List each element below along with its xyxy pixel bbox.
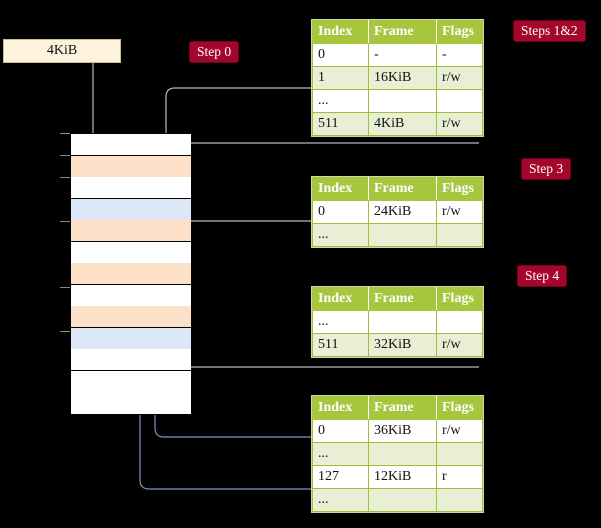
- table-row[interactable]: ...: [312, 223, 483, 247]
- column-header-frame: Frame: [368, 396, 437, 420]
- badge-step-0: Step 0: [189, 41, 240, 63]
- column-header-flags: Flags: [436, 20, 483, 44]
- table-cell: ...: [312, 310, 369, 334]
- table-cell: 12KiB: [368, 465, 437, 489]
- table-cell: [436, 488, 483, 512]
- table-cell: 511: [312, 112, 369, 136]
- column-header-index: Index: [312, 177, 369, 201]
- table-cell: 0: [312, 419, 369, 443]
- table-cell: 0: [312, 43, 369, 67]
- column-header-index: Index: [312, 20, 369, 44]
- table-cell: 16KiB: [368, 66, 437, 90]
- frame-tick: [60, 287, 71, 288]
- table-cell: 127: [312, 465, 369, 489]
- source-frame-box: 4KiB: [3, 39, 121, 63]
- table-cell: r/w: [436, 66, 483, 90]
- table-cell: -: [368, 43, 437, 67]
- table-cell: ...: [312, 89, 369, 113]
- table-cell: [368, 89, 437, 113]
- table-row[interactable]: ...: [312, 442, 483, 466]
- table-cell: [436, 310, 483, 334]
- frame-tick: [60, 221, 71, 222]
- table-cell: 0: [312, 200, 369, 224]
- table-cell: -: [436, 43, 483, 67]
- column-header-flags: Flags: [436, 287, 483, 311]
- table-cell: [436, 89, 483, 113]
- physical-memory-column: [70, 133, 191, 415]
- frame-tick: [60, 177, 71, 178]
- table-cell: 4KiB: [368, 112, 437, 136]
- column-header-frame: Frame: [368, 177, 437, 201]
- column-header-flags: Flags: [436, 396, 483, 420]
- source-frame-label: 4KiB: [46, 43, 78, 58]
- frame-tick: [60, 155, 71, 156]
- column-header-index: Index: [312, 396, 369, 420]
- column-header-frame: Frame: [368, 287, 437, 311]
- column-header-frame: Frame: [368, 20, 437, 44]
- frame-tick: [60, 133, 71, 134]
- table-cell: r/w: [436, 200, 483, 224]
- table-cell: 32KiB: [368, 333, 437, 357]
- badge-step-4: Step 4: [517, 265, 568, 287]
- table-cell: [436, 442, 483, 466]
- table-cell: [368, 488, 437, 512]
- table-row[interactable]: ...: [312, 89, 483, 113]
- table-cell: 511: [312, 333, 369, 357]
- table-row[interactable]: ...: [312, 488, 483, 512]
- table-cell: [368, 310, 437, 334]
- table-cell: r/w: [436, 112, 483, 136]
- table-cell: r: [436, 465, 483, 489]
- table-cell: ...: [312, 488, 369, 512]
- column-header-index: Index: [312, 287, 369, 311]
- table-cell: ...: [312, 442, 369, 466]
- frame-tick: [60, 331, 71, 332]
- table-cell: [436, 223, 483, 247]
- table-cell: 1: [312, 66, 369, 90]
- table-cell: ...: [312, 223, 369, 247]
- table-cell: [368, 223, 437, 247]
- table-cell: 36KiB: [368, 419, 437, 443]
- memory-frame-row: [71, 392, 191, 414]
- column-header-flags: Flags: [436, 177, 483, 201]
- table-cell: r/w: [436, 333, 483, 357]
- badge-steps-1-2: Steps 1&2: [513, 20, 586, 42]
- table-cell: [368, 442, 437, 466]
- badge-step-3: Step 3: [521, 158, 572, 180]
- table-row[interactable]: 0--: [312, 43, 483, 67]
- table-row[interactable]: ...: [312, 310, 483, 334]
- table-cell: r/w: [436, 419, 483, 443]
- table-cell: 24KiB: [368, 200, 437, 224]
